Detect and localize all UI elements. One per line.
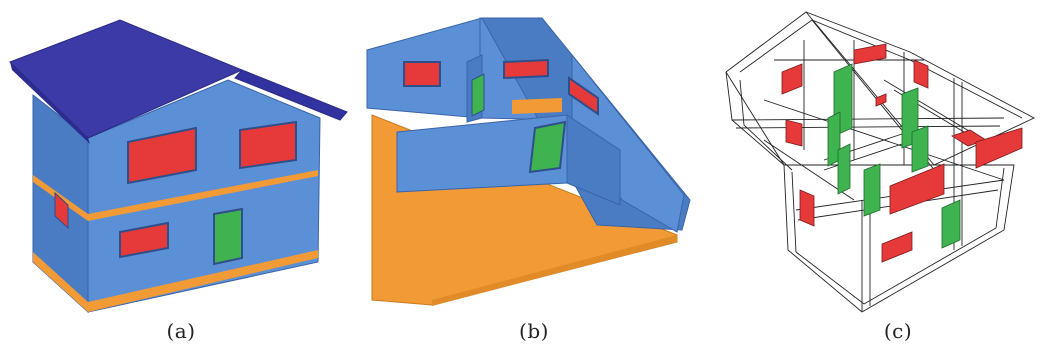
- wf-window-9: [799, 189, 815, 227]
- floor-slab-edge: [432, 235, 677, 306]
- wireframe-doors: [827, 63, 961, 249]
- window-upper-right: [239, 120, 297, 170]
- window-back-right: [568, 76, 599, 116]
- window-back-left: [403, 61, 441, 87]
- front-door: [213, 207, 243, 266]
- wireframe-windows: [781, 43, 1023, 263]
- wf-window-8: [889, 163, 945, 215]
- panel-a-house-exterior: (a): [0, 0, 352, 353]
- floor-slab-bottom-side: [33, 252, 88, 312]
- wf-window-7: [975, 127, 1023, 169]
- wf-window-5: [785, 119, 803, 147]
- wf-window-3: [913, 59, 929, 89]
- wf-door-7: [941, 199, 961, 249]
- right-outer-wall: [571, 53, 685, 233]
- wf-door-5: [837, 143, 851, 195]
- wf-window-2: [853, 43, 887, 65]
- window-back-center: [503, 58, 549, 80]
- window-upper-left: [127, 126, 197, 185]
- floor-slab-middle: [88, 170, 318, 221]
- wf-window-1: [781, 63, 803, 95]
- inner-floor-patch: [512, 98, 562, 114]
- window-side: [54, 191, 69, 230]
- wireframe-drawing: [725, 11, 1036, 313]
- wf-window-10: [881, 231, 913, 263]
- floor-slab-bottom: [88, 250, 318, 312]
- roof-edge: [10, 62, 90, 144]
- window-lower-left: [119, 221, 169, 259]
- wf-window-4: [875, 93, 887, 107]
- door-front: [528, 120, 567, 174]
- panel-c-wireframe: (c): [704, 0, 1056, 353]
- house-exterior-drawing: [9, 19, 348, 314]
- door-partition: [471, 73, 485, 117]
- wf-door-4: [911, 125, 929, 173]
- roof-right-plane: [234, 69, 348, 121]
- caption-b: (b): [519, 319, 549, 343]
- caption-c: (c): [883, 319, 913, 343]
- wf-door-6: [863, 163, 881, 217]
- floor-cutaway-drawing: [366, 17, 691, 306]
- panel-b-floor-cutaway: (b): [352, 0, 704, 353]
- front-low-wall-end: [566, 114, 621, 206]
- caption-a: (a): [166, 319, 196, 343]
